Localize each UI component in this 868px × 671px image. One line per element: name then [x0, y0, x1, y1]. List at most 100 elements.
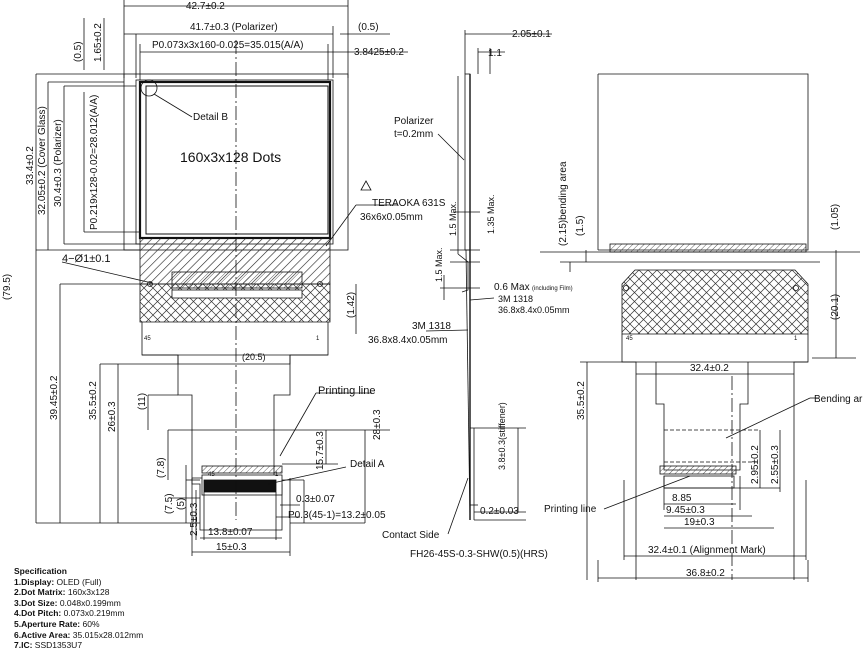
spec-value: 0.073x0.219mm — [63, 608, 125, 619]
label-teraoka-size: 36x6x0.05mm — [360, 212, 423, 223]
dim-active-height: P0.219x128-0.02=28.012(A/A) — [89, 95, 100, 230]
label-pin-1-back: 1 — [794, 336, 798, 342]
dim-thick-2-05: 2.05±0.1 — [512, 29, 551, 40]
label-tape-3m-b-size: 36.8x8.4x0.05mm — [368, 335, 448, 346]
dim-height-15: 15.7±0.3 — [315, 431, 326, 470]
dim-height-2-5: 2.5±0.3 — [189, 502, 200, 536]
label-polarizer: Polarizer — [394, 116, 434, 127]
dim-tail-width: (20.5) — [242, 352, 266, 362]
label-dots: 160x3x128 Dots — [180, 149, 281, 165]
dim-height-5: (5) — [176, 498, 187, 510]
side-view-labels: 2.05±0.1 1.1 Polarizer t=0.2mm 1.5 Max. … — [368, 29, 573, 560]
label-printing-line: Printing line — [318, 385, 375, 397]
dim-height-26: 26±0.3 — [107, 401, 118, 432]
dim-height-28: 28±0.3 — [372, 409, 383, 440]
dim-tail-end-width: 15±0.3 — [216, 542, 247, 553]
spec-key: 5.Aperture Rate: — [14, 618, 81, 629]
spec-item: 2.Dot Matrix: 160x3x128 — [14, 587, 143, 598]
dim-max-1-5b: 1.5 Max. — [448, 201, 458, 236]
dim-height-7-5: (7.5) — [164, 493, 175, 514]
dim-height-35: 35.5±0.2 — [88, 381, 99, 420]
dim-height-11: (11) — [137, 393, 148, 410]
spec-value: 160x3x128 — [67, 587, 110, 598]
dim-8-85: 8.85 — [672, 493, 692, 504]
dim-thick-1-1: 1.1 — [488, 48, 502, 59]
dim-19: 19±0.3 — [684, 517, 715, 528]
label-pin-1: 1 — [316, 336, 320, 342]
spec-value: SSD1353U7 — [34, 640, 83, 651]
front-view — [35, 0, 408, 556]
label-teraoka: TERAOKA 631S — [372, 198, 446, 209]
spec-key: 4.Dot Pitch: — [14, 608, 62, 619]
dim-total-length: (79.5) — [2, 274, 13, 300]
spec-item: 1.Display: OLED (Full) — [14, 577, 143, 588]
spec-key: 2.Dot Matrix: — [14, 587, 66, 598]
spec-value: OLED (Full) — [56, 576, 102, 587]
label-polarizer-t: t=0.2mm — [394, 129, 433, 140]
dim-stiffener-thick: 0.2±0.03 — [480, 506, 519, 517]
dim-top-offset: (0.5) — [73, 41, 84, 62]
label-printing-line-back: Printing line — [544, 504, 597, 515]
dim-overall-height: 33.4±0.2 — [25, 146, 36, 185]
spec-item: 5.Aperture Rate: 60% — [14, 619, 143, 630]
spec-value: 60% — [82, 618, 100, 629]
dim-overall-width: 42.7±0.2 — [186, 1, 225, 12]
label-pin-45-back: 45 — [626, 336, 633, 342]
back-view — [540, 73, 860, 582]
dim-stiffener: 3.8±0.3(stiffener) — [497, 402, 507, 470]
spec-value: 35.015x28.012mm — [72, 629, 144, 640]
label-tape-3m-b: 3M 1318 — [412, 321, 451, 332]
label-pin-45: 45 — [144, 336, 151, 342]
label-connector: FH26-45S-0.3-SHW(0.5)(HRS) — [410, 549, 548, 560]
dim-holes: 4−Ø1±0.1 — [62, 253, 111, 265]
side-view — [425, 30, 552, 535]
label-tape-3m-a-size: 36.8x8.4x0.05mm — [498, 305, 570, 315]
spec-key: 6.Active Area: — [14, 629, 71, 640]
dim-32-4-mark: 32.4±0.1 (Alignment Mark) — [648, 545, 766, 556]
dim-offset-right: (0.5) — [358, 22, 379, 33]
dim-2-55: 2.55±0.3 — [770, 445, 781, 484]
label-tape-3m-a: 3M 1318 — [498, 294, 533, 304]
dim-height-39: 39.45±0.2 — [49, 375, 60, 420]
dim-tape-height: (1.42) — [346, 292, 357, 318]
dim-active-width: P0.073x3x160-0.025=35.015(A/A) — [152, 40, 304, 51]
spec-key: 1.Display: — [14, 576, 55, 587]
dim-20-1: (20.1) — [830, 294, 841, 320]
spec-item: 6.Active Area: 35.015x28.012mm — [14, 630, 143, 641]
dim-max-0-6-note: (including Film) — [532, 286, 573, 292]
label-detail-b: Detail B — [193, 112, 228, 123]
dim-height-7-8: (7.8) — [156, 457, 167, 478]
dim-1-05: (1.05) — [830, 204, 841, 230]
specification-block: Specification 1.Display: OLED (Full) 2.D… — [14, 566, 143, 651]
dim-9-45: 9.45±0.3 — [666, 505, 705, 516]
label-bending-area: Bending ar — [814, 394, 863, 405]
dim-top-gap: 1.65±0.2 — [93, 23, 104, 62]
dim-36-8: 36.8±0.2 — [686, 568, 725, 579]
dim-2-95: 2.95±0.2 — [750, 445, 761, 484]
dim-pad-pitch-small: 0.3±0.07 — [296, 494, 335, 505]
dim-cover-glass-height: 32.05±0.2 (Cover Glass) — [37, 106, 48, 215]
spec-key: 3.Dot Size: — [14, 597, 58, 608]
dim-max-1-5a: 1.5 Max. — [434, 247, 444, 282]
spec-key: 7.IC: — [14, 640, 33, 651]
label-contact-side: Contact Side — [382, 530, 440, 541]
spec-value: 0.048x0.199mm — [59, 597, 121, 608]
dim-pad-width: 13.8±0.07 — [208, 527, 253, 538]
dim-32-4: 32.4±0.2 — [690, 363, 729, 374]
back-view-labels: (2.15)bending area (1.5) (1.05) (20.1) 3… — [544, 161, 863, 579]
dim-pad-pitch: P0.3(45-1)=13.2±0.05 — [288, 510, 386, 521]
dim-polarizer-width: 41.7±0.3 (Polarizer) — [190, 22, 278, 33]
front-view-labels: 42.7±0.2 41.7±0.3 (Polarizer) (0.5) P0.0… — [2, 1, 446, 553]
spec-title: Specification — [14, 566, 67, 576]
spec-item: 4.Dot Pitch: 0.073x0.219mm — [14, 608, 143, 619]
label-detail-a: Detail A — [350, 459, 385, 470]
dim-max-1-35: 1.35 Max. — [486, 194, 496, 234]
dim-polarizer-height: 30.4±0.3 (Polarizer) — [53, 119, 64, 207]
dim-35-5: 35.5±0.2 — [576, 381, 587, 420]
label-pin-1-top: 1 — [275, 472, 279, 478]
label-pin-45-top: 45 — [208, 472, 215, 478]
dim-side-gap: 3.8425±0.2 — [354, 47, 404, 58]
dim-max-0-6: 0.6 Max — [494, 282, 530, 293]
spec-item: 3.Dot Size: 0.048x0.199mm — [14, 598, 143, 609]
